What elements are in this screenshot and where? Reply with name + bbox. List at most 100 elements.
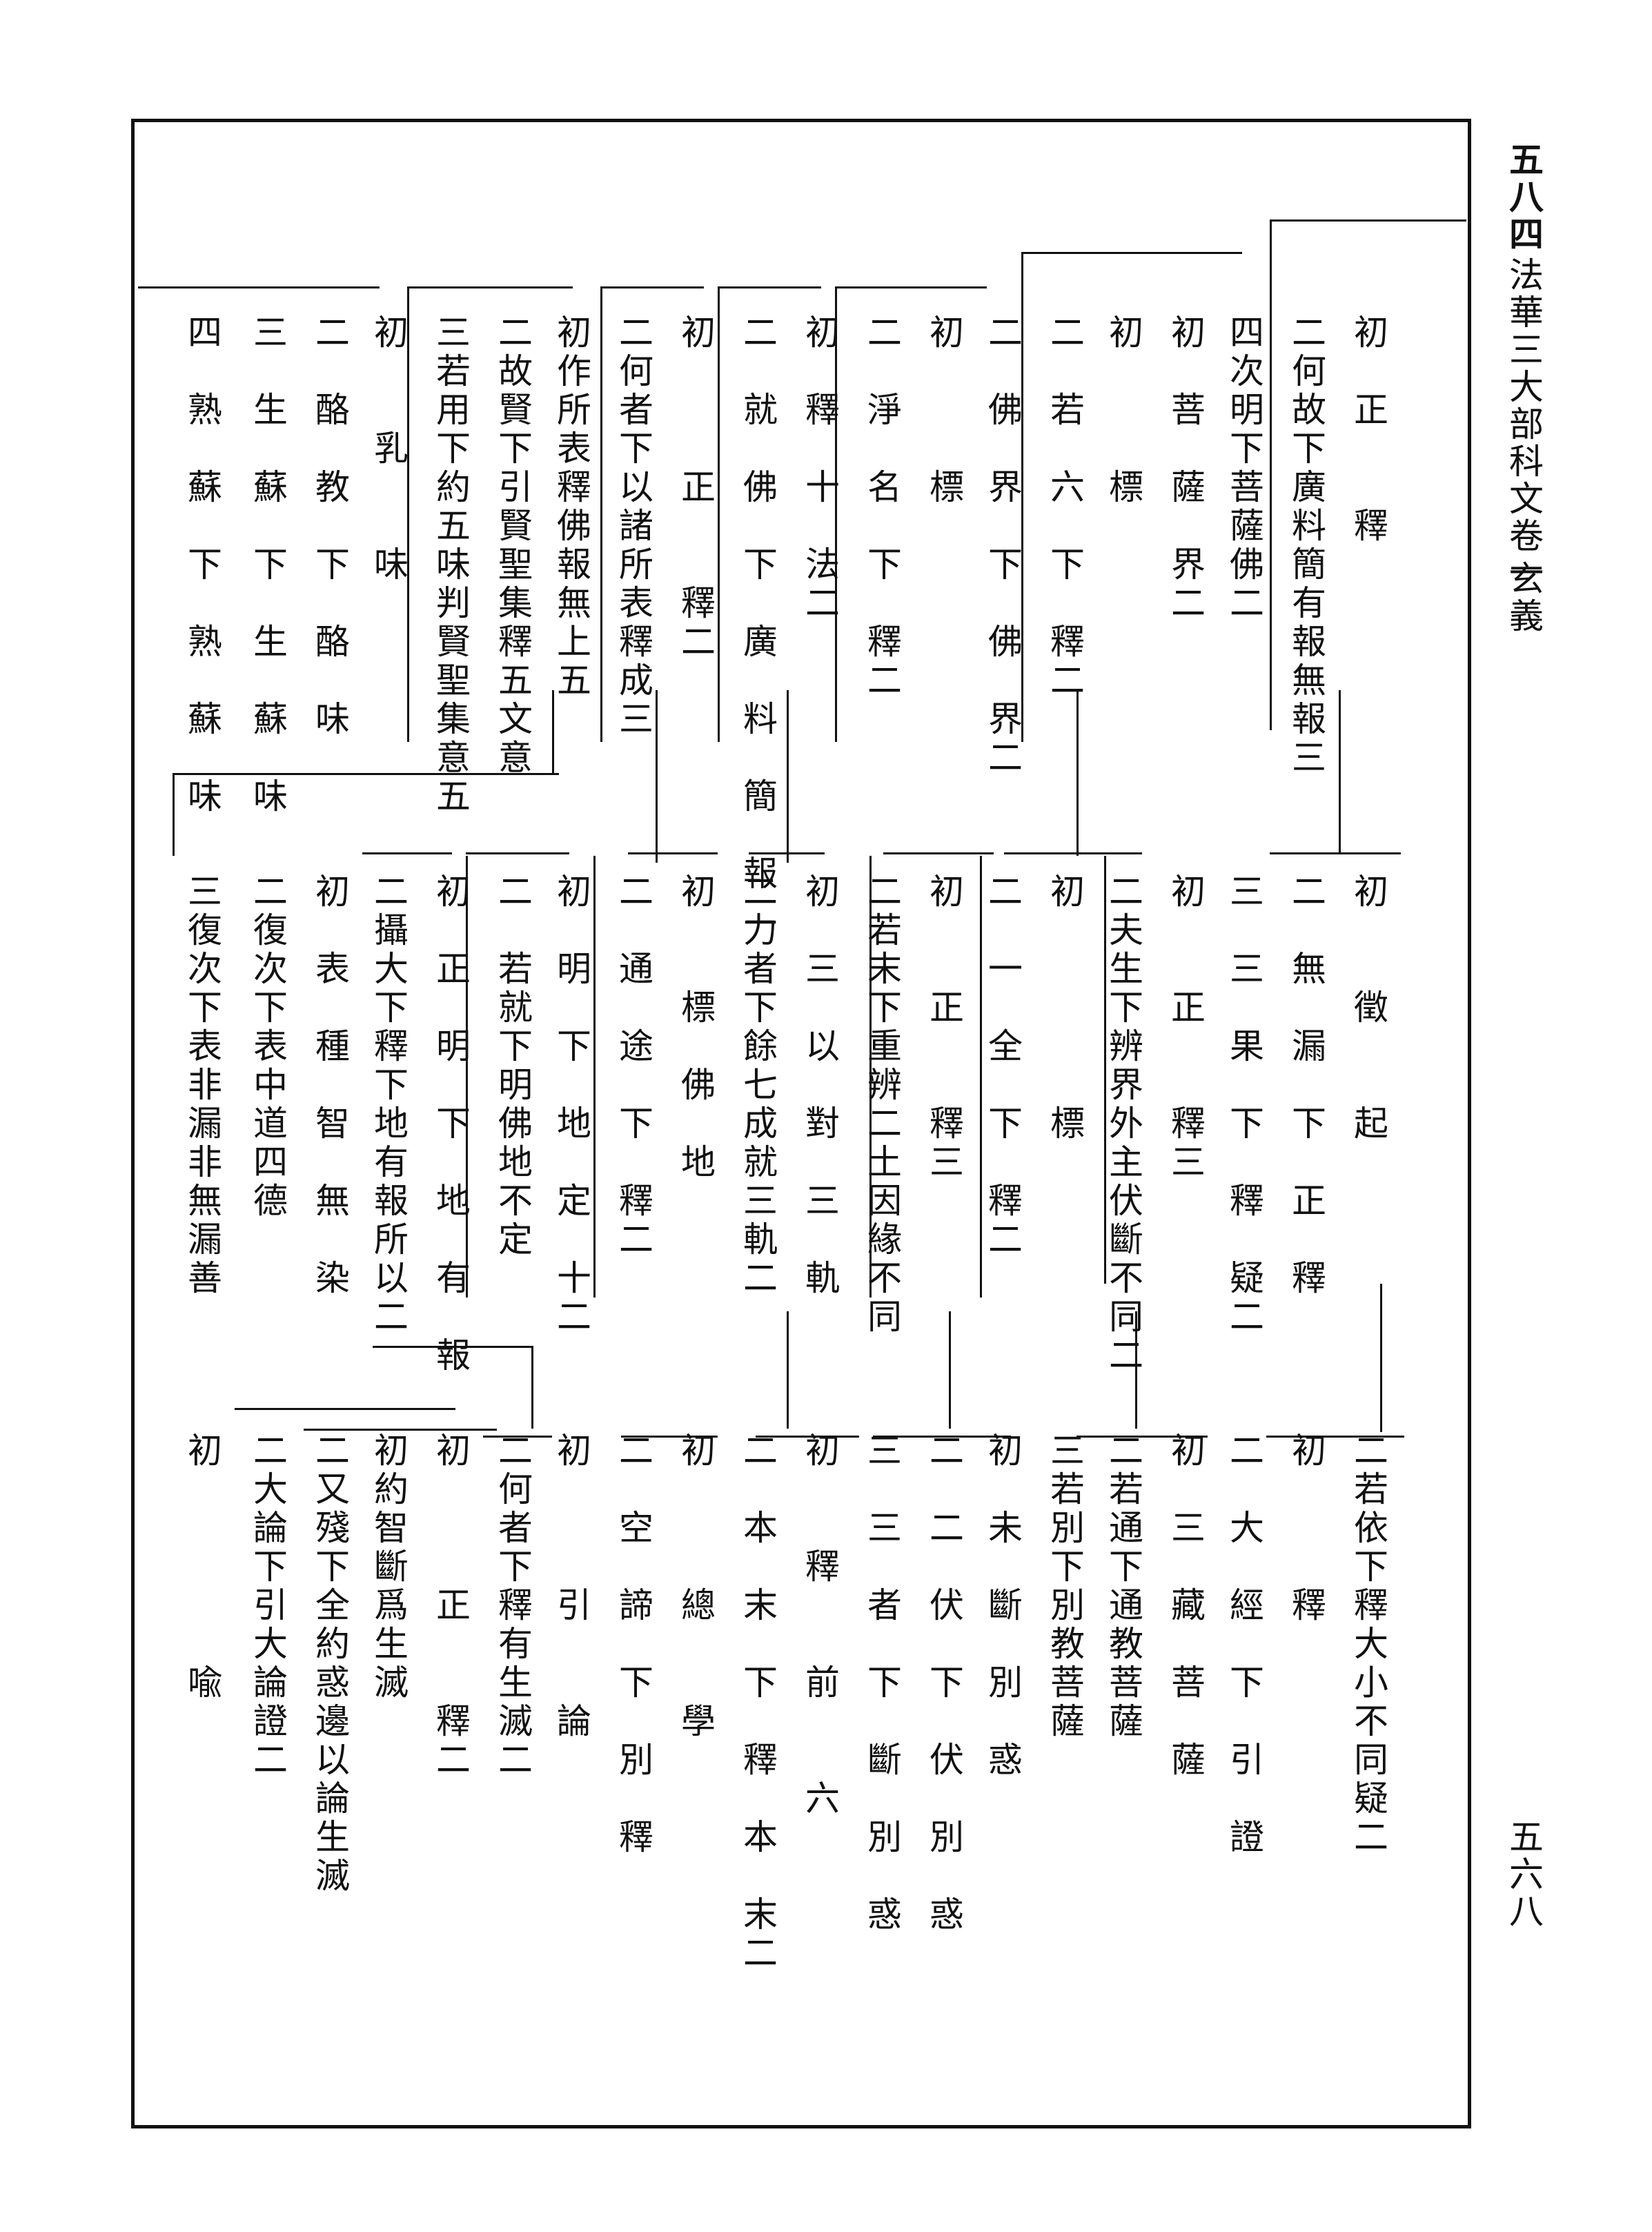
outline-node: 初 三 藏 菩 薩 [1166,1432,1206,1780]
outline-node: 二大論下引大論證二 [248,1432,288,1780]
outline-node: 二何故下廣料簡有報無報三 [1286,314,1326,778]
outline-node: 二若末下重辨二土因緣不同 [862,873,902,1337]
tree-connector [1380,1284,1382,1432]
outline-node: 初 三 以 對 三 軌 [800,873,840,1298]
outline-node: 初 未 斷 別 惑 [983,1432,1023,1780]
outline-node: 三復次下表非漏非無漏善 [182,873,222,1298]
tree-connector [407,286,573,288]
outline-node: 二 若 六 下 釋二 [1045,314,1085,701]
outline-node: 初 正 釋 [1348,314,1388,546]
outline-node: 四次明下菩薩佛二 [1224,314,1264,623]
outline-node: 初 明 下 地 定 十二 [551,873,591,1337]
tree-connector [835,286,837,742]
outline-node: 二 大 經 下 引 證 [1224,1432,1264,1857]
outline-node: 二 佛 界 下 佛 界二 [983,314,1023,778]
outline-node: 初 釋 前 六 [800,1432,840,1819]
outline-node: 初 標 [1045,873,1085,1144]
tree-connector [483,1436,552,1438]
outline-node: 二 就 佛 下 廣 料 簡 報二 [738,314,778,932]
outline-node: 二何者下以諸所表釋成三 [613,314,653,739]
tree-connector [235,1408,455,1410]
outline-node: 二又殘下全約惑邊以論生滅 [310,1432,350,1896]
tree-connector [628,852,718,854]
outline-node: 初 乳 味 [368,314,409,585]
outline-node: 二若通下通教菩薩 [1103,1432,1143,1741]
tree-connector [552,690,554,773]
tree-connector [373,1346,531,1348]
tree-connector [1135,1311,1137,1429]
tree-connector [883,852,994,854]
outline-node: 初 正 釋二 [676,314,716,662]
outline-node: 初 菩 薩 界二 [1166,314,1206,623]
outline-node: 二 二 伏 下 伏 別 惑 [924,1432,964,1935]
tree-connector [1021,252,1242,254]
outline-node: 初 正 釋三 [1166,873,1206,1182]
tree-connector [1270,219,1272,730]
outline-node: 二若依下釋大小不同疑二 [1348,1432,1388,1857]
outline-node: 二復次下表中道四德 [248,873,288,1221]
tree-connector [873,1436,1011,1438]
tree-connector [1339,690,1341,852]
outline-node: 初 總 學 [676,1432,716,1741]
tree-connector [1270,852,1401,854]
tree-connector [531,1346,533,1429]
outline-node: 初 表 種 智 無 染 [310,873,350,1298]
page-number: 五六八 [1504,1819,1544,1930]
tree-connector [749,852,825,854]
tree-connector [1104,856,1106,1284]
tree-connector [304,1429,497,1431]
tree-connector [1266,1436,1404,1438]
outline-node: 初 喩 [182,1432,222,1703]
outline-node: 二 本 末 下 釋 本 末二 [738,1432,778,1973]
outline-node: 二 空 諦 下 別 釋 [613,1432,653,1857]
tree-connector [362,852,452,854]
outline-node: 初 正 釋二 [431,1432,471,1780]
tree-connector [600,286,704,288]
outline-node: 二 淨 名 下 釋二 [862,314,902,701]
outline-node: 二 通 途 下 釋二 [613,873,653,1260]
tree-connector [718,286,821,288]
outline-node: 二故賢下引賢聖集釋五文意 [493,314,533,778]
tree-connector [173,773,559,775]
tree-connector [407,286,409,742]
outline-node: 二 一 全 下 釋二 [983,873,1023,1260]
leaf-number: 五八四 [1504,141,1544,253]
outline-node: 三 生 蘇 下 生 蘇 味 [248,314,288,816]
outline-node: 初 引 論 [551,1432,591,1741]
outline-node: 二 無 漏 下 正 釋 [1286,873,1326,1298]
outline-node: 初 正 釋三 [924,873,964,1182]
section-label: 玄義 [1504,560,1544,635]
tree-connector [1076,690,1079,856]
tree-connector [869,856,872,1298]
tree-connector [138,286,380,288]
tree-connector [173,773,175,856]
outline-node: 初 徵 起 [1348,873,1388,1144]
tree-connector [593,856,596,1298]
page-frame [131,119,1471,2128]
outline-node: 二 酪 教 下 酪 味 [310,314,350,739]
outline-node: 三 三 果 下 釋 疑二 [1224,873,1264,1337]
tree-connector [621,1436,718,1438]
tree-connector [980,856,982,1298]
outline-node: 初約智斷爲生滅 [368,1432,409,1703]
outline-node: 初 正 明 下 地 有 報 [431,873,471,1376]
tree-connector [466,852,569,854]
outline-node: 初 標 佛 地 [676,873,716,1182]
tree-connector [656,690,658,863]
outline-node: 初 標 [1103,314,1143,507]
outline-node: 初 釋 十 法二 [800,314,840,623]
outline-node: 二力者下餘七成就三軌二 [738,873,778,1298]
tree-connector [787,690,789,863]
tree-connector [1021,252,1023,742]
outline-node: 三若用下約五味判賢聖集意五 [431,314,471,816]
tree-connector [718,286,720,742]
outline-node: 二攝大下釋下地有報所以二 [368,873,409,1337]
outline-node: 二 若就下明佛地不定 [493,873,533,1260]
tree-connector [787,1311,789,1429]
tree-connector [835,286,987,288]
tree-connector [600,286,602,742]
outline-node: 三 三 者 下 斷 別 惑 [862,1432,902,1935]
tree-connector [756,1436,859,1438]
tree-connector [1004,852,1142,854]
